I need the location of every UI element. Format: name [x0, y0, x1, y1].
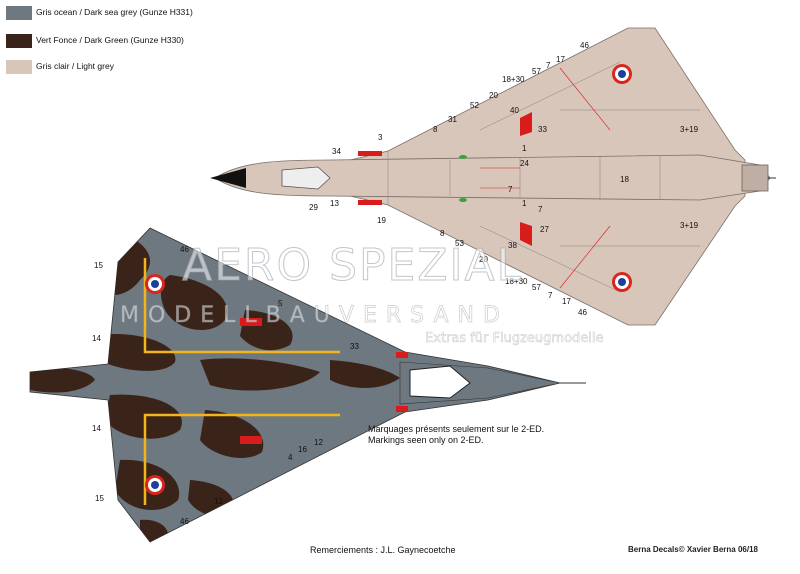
signature: Berna Decals© Xavier Berna 06/18 [628, 545, 758, 554]
callout-label: 18 [620, 175, 629, 184]
callout-label: 18+30 [502, 75, 525, 84]
legend-item-dark-sea-grey: Gris ocean / Dark sea grey (Gunze H331) [6, 6, 426, 22]
callout-label: 52 [470, 101, 479, 110]
credits: Remerciements : J.L. Gaynecoetche [310, 545, 456, 555]
callout-label: 7 [546, 61, 551, 70]
note-line-fr: Marquages présents seulement sur le 2-ED… [368, 424, 545, 434]
callout-label: 20 [479, 255, 488, 264]
bottom-view-aircraft [29, 227, 586, 543]
bottom-roundel [145, 475, 165, 495]
callout-label: 8 [440, 229, 445, 238]
callout-label: 4 [288, 453, 293, 462]
top-view-callouts: 46 17 57 7 18+30 20 52 40 33 31 8 3 34 2… [309, 41, 699, 317]
watermark-line-1: AERO SPEZIAL [182, 240, 523, 291]
callout-label: 8 [433, 125, 438, 134]
callout-label: 18+30 [505, 277, 528, 286]
callout-label: 14 [92, 334, 101, 343]
callout-label: 14 [92, 424, 101, 433]
callout-label: 5 [278, 299, 283, 308]
callout-label: 33 [350, 342, 359, 351]
callout-label: 7 [548, 291, 553, 300]
callout-label: 34 [332, 147, 341, 156]
callout-label: 7 [538, 205, 543, 214]
callout-label: 17 [556, 55, 565, 64]
callout-label: 1 [522, 144, 527, 153]
callout-label: 33 [538, 125, 547, 134]
bottom-view-silhouette [29, 227, 561, 543]
legend-label: Vert Fonce / Dark Green (Gunze H330) [36, 35, 184, 45]
legend-item-light-grey: Gris clair / Light grey [6, 60, 426, 76]
top-view-exhaust [741, 164, 769, 192]
note-line-en: Markings seen only on 2-ED. [368, 435, 484, 445]
callout-label: 3+19 [680, 221, 699, 230]
legend-swatch [6, 60, 32, 74]
legend-swatch [6, 6, 32, 20]
watermark: AERO SPEZIAL MODELLBAUVERSAND Extras für… [120, 240, 604, 347]
callout-label: 57 [532, 67, 541, 76]
legend-item-dark-green: Vert Fonce / Dark Green (Gunze H330) [6, 34, 426, 50]
callout-label: 1 [522, 199, 527, 208]
top-view-nose-cone [210, 168, 246, 188]
top-view-aircraft [210, 27, 776, 326]
callout-label: 53 [455, 239, 464, 248]
callout-label: 20 [489, 91, 498, 100]
callout-label: 12 [214, 497, 223, 506]
callout-label: 12 [314, 438, 323, 447]
callout-label: 16 [298, 445, 307, 454]
markings-note: Marquages présents seulement sur le 2-ED… [368, 424, 544, 446]
callout-label: 15 [94, 261, 103, 270]
bottom-view-callouts: 46 15 5 14 33 14 12 16 4 15 12 46 [92, 245, 359, 526]
callout-label: 38 [508, 241, 517, 250]
callout-label: 46 [180, 245, 189, 254]
top-roundel [612, 64, 632, 84]
top-roundel [612, 272, 632, 292]
callout-label: 19 [377, 216, 386, 225]
legend-label: Gris clair / Light grey [36, 61, 114, 71]
bottom-view-canopy [409, 365, 471, 399]
callout-label: 46 [578, 308, 587, 317]
callout-label: 13 [330, 199, 339, 208]
legend-label: Gris ocean / Dark sea grey (Gunze H331) [36, 7, 193, 17]
callout-label: 46 [580, 41, 589, 50]
callout-label: 3+19 [680, 125, 699, 134]
callout-label: 15 [95, 494, 104, 503]
bottom-roundel [145, 274, 165, 294]
callout-label: 7 [508, 185, 513, 194]
callout-label: 27 [540, 225, 549, 234]
watermark-line-3: Extras für Flugzeugmodelle [425, 331, 604, 346]
callout-label: 17 [562, 297, 571, 306]
callout-label: 40 [510, 106, 519, 115]
callout-label: 46 [180, 517, 189, 526]
callout-label: 31 [448, 115, 457, 124]
watermark-line-2: MODELLBAUVERSAND [120, 303, 509, 328]
callout-label: 29 [309, 203, 318, 212]
top-view-canopy [281, 166, 331, 190]
callout-label: 24 [520, 159, 529, 168]
callout-label: 3 [378, 133, 383, 142]
legend-swatch [6, 34, 32, 48]
callout-label: 57 [532, 283, 541, 292]
